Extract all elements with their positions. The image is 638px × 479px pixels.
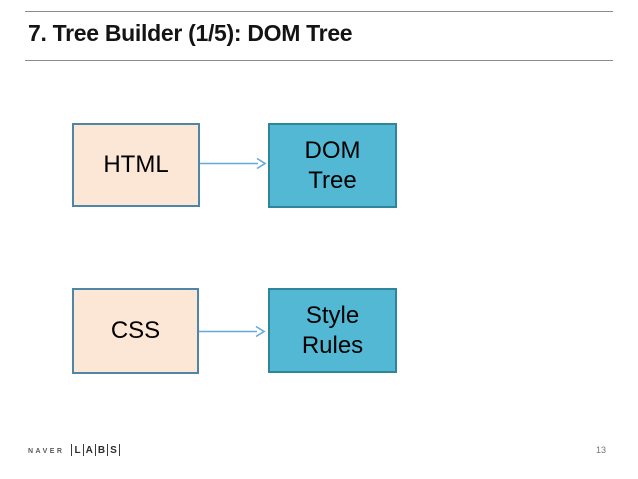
labs-letter-s: S [110,444,117,456]
labs-letter-a: A [85,444,93,456]
naver-brand-text: NAVER [28,447,65,455]
style-rules-box: Style Rules [268,288,397,373]
style-rules-box-line2: Rules [301,331,364,359]
arrow-right-icon [200,157,267,170]
page-number: 13 [596,445,607,455]
logo-bar [118,444,120,456]
css-box: CSS [72,288,199,374]
header-top-rule [25,11,613,12]
html-box-label: HTML [103,151,169,178]
header-bottom-rule [25,60,613,61]
arrow-right-icon [199,325,266,338]
logo-bar [71,444,73,456]
logo-bar [82,444,84,456]
labs-letters-group: L A B S [69,444,121,456]
html-box: HTML [72,123,200,207]
labs-letter-l: L [74,444,81,456]
logo-bar [94,444,96,456]
logo-bar [107,444,109,456]
page-title: 7. Tree Builder (1/5): DOM Tree [28,20,353,46]
dom-tree-box-line1: DOM [304,136,361,164]
dom-tree-box: DOM Tree [268,123,397,208]
dom-tree-box-line2: Tree [308,166,357,194]
labs-letter-b: B [97,444,106,456]
css-box-label: CSS [110,317,161,344]
style-rules-box-line1: Style [305,301,360,329]
naver-labs-logo: NAVER L A B S [28,444,122,456]
